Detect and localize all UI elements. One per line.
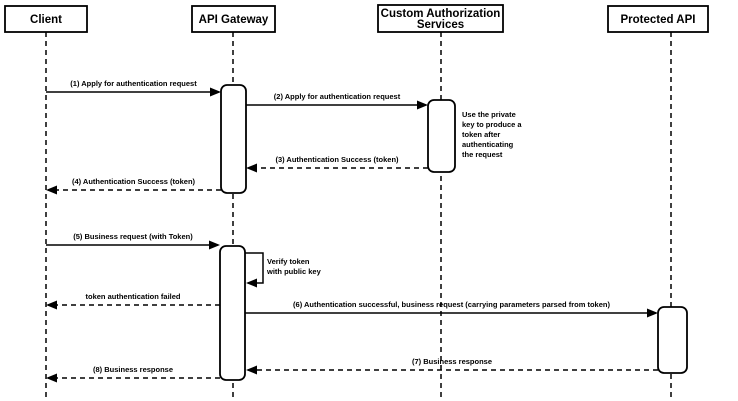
message-arrowhead-9 <box>46 373 57 383</box>
self-message-arrowhead <box>246 278 257 288</box>
message-label-1: (1) Apply for authentication request <box>70 79 197 88</box>
activation-gateway-authentication <box>220 84 247 194</box>
message-label-9: (8) Business response <box>93 365 173 374</box>
note-text: token after <box>462 130 500 139</box>
message-label-4: (4) Authentication Success (token) <box>72 177 196 186</box>
note-text: authenticating <box>462 140 514 149</box>
message-label-6: token authentication failed <box>85 292 180 301</box>
participant-box-protected-api <box>607 5 709 33</box>
note-text: the request <box>462 150 503 159</box>
activation-gateway-business <box>219 245 246 381</box>
participant-label-protected-api: Protected API <box>621 14 696 26</box>
message-arrowhead-6 <box>46 300 57 310</box>
message-arrowhead-1 <box>210 87 221 97</box>
message-arrowhead-4 <box>46 185 57 195</box>
message-label-5: (5) Business request (with Token) <box>73 232 193 241</box>
self-message-label: with public key <box>266 267 322 276</box>
message-label-7: (6) Authentication successful, business … <box>293 300 610 309</box>
message-arrowhead-3 <box>246 163 257 173</box>
note-text: key to produce a <box>462 120 522 129</box>
message-arrowhead-7 <box>647 308 658 318</box>
message-label-3: (3) Authentication Success (token) <box>275 155 399 164</box>
participant-label-custom-authorization-services: Services <box>417 19 464 31</box>
participant-label-client: Client <box>30 14 62 26</box>
self-message-label: Verify token <box>267 257 310 266</box>
self-message-line <box>245 252 264 284</box>
message-arrowhead-8 <box>246 365 257 375</box>
participant-box-client <box>4 5 88 33</box>
activation-custom-auth-token-issue <box>427 99 456 173</box>
participant-box-custom-authorization-services <box>377 4 504 33</box>
participant-label-custom-authorization-services: Custom Authorization <box>381 8 501 20</box>
message-arrowhead-2 <box>417 100 428 110</box>
activation-protected-api-handling <box>657 306 688 374</box>
message-label-2: (2) Apply for authentication request <box>274 92 401 101</box>
participant-label-api-gateway: API Gateway <box>199 14 269 26</box>
participant-box-api-gateway <box>191 5 276 33</box>
message-label-8: (7) Business response <box>412 357 492 366</box>
note-text: Use the private <box>462 110 516 119</box>
message-arrowhead-5 <box>209 240 220 250</box>
